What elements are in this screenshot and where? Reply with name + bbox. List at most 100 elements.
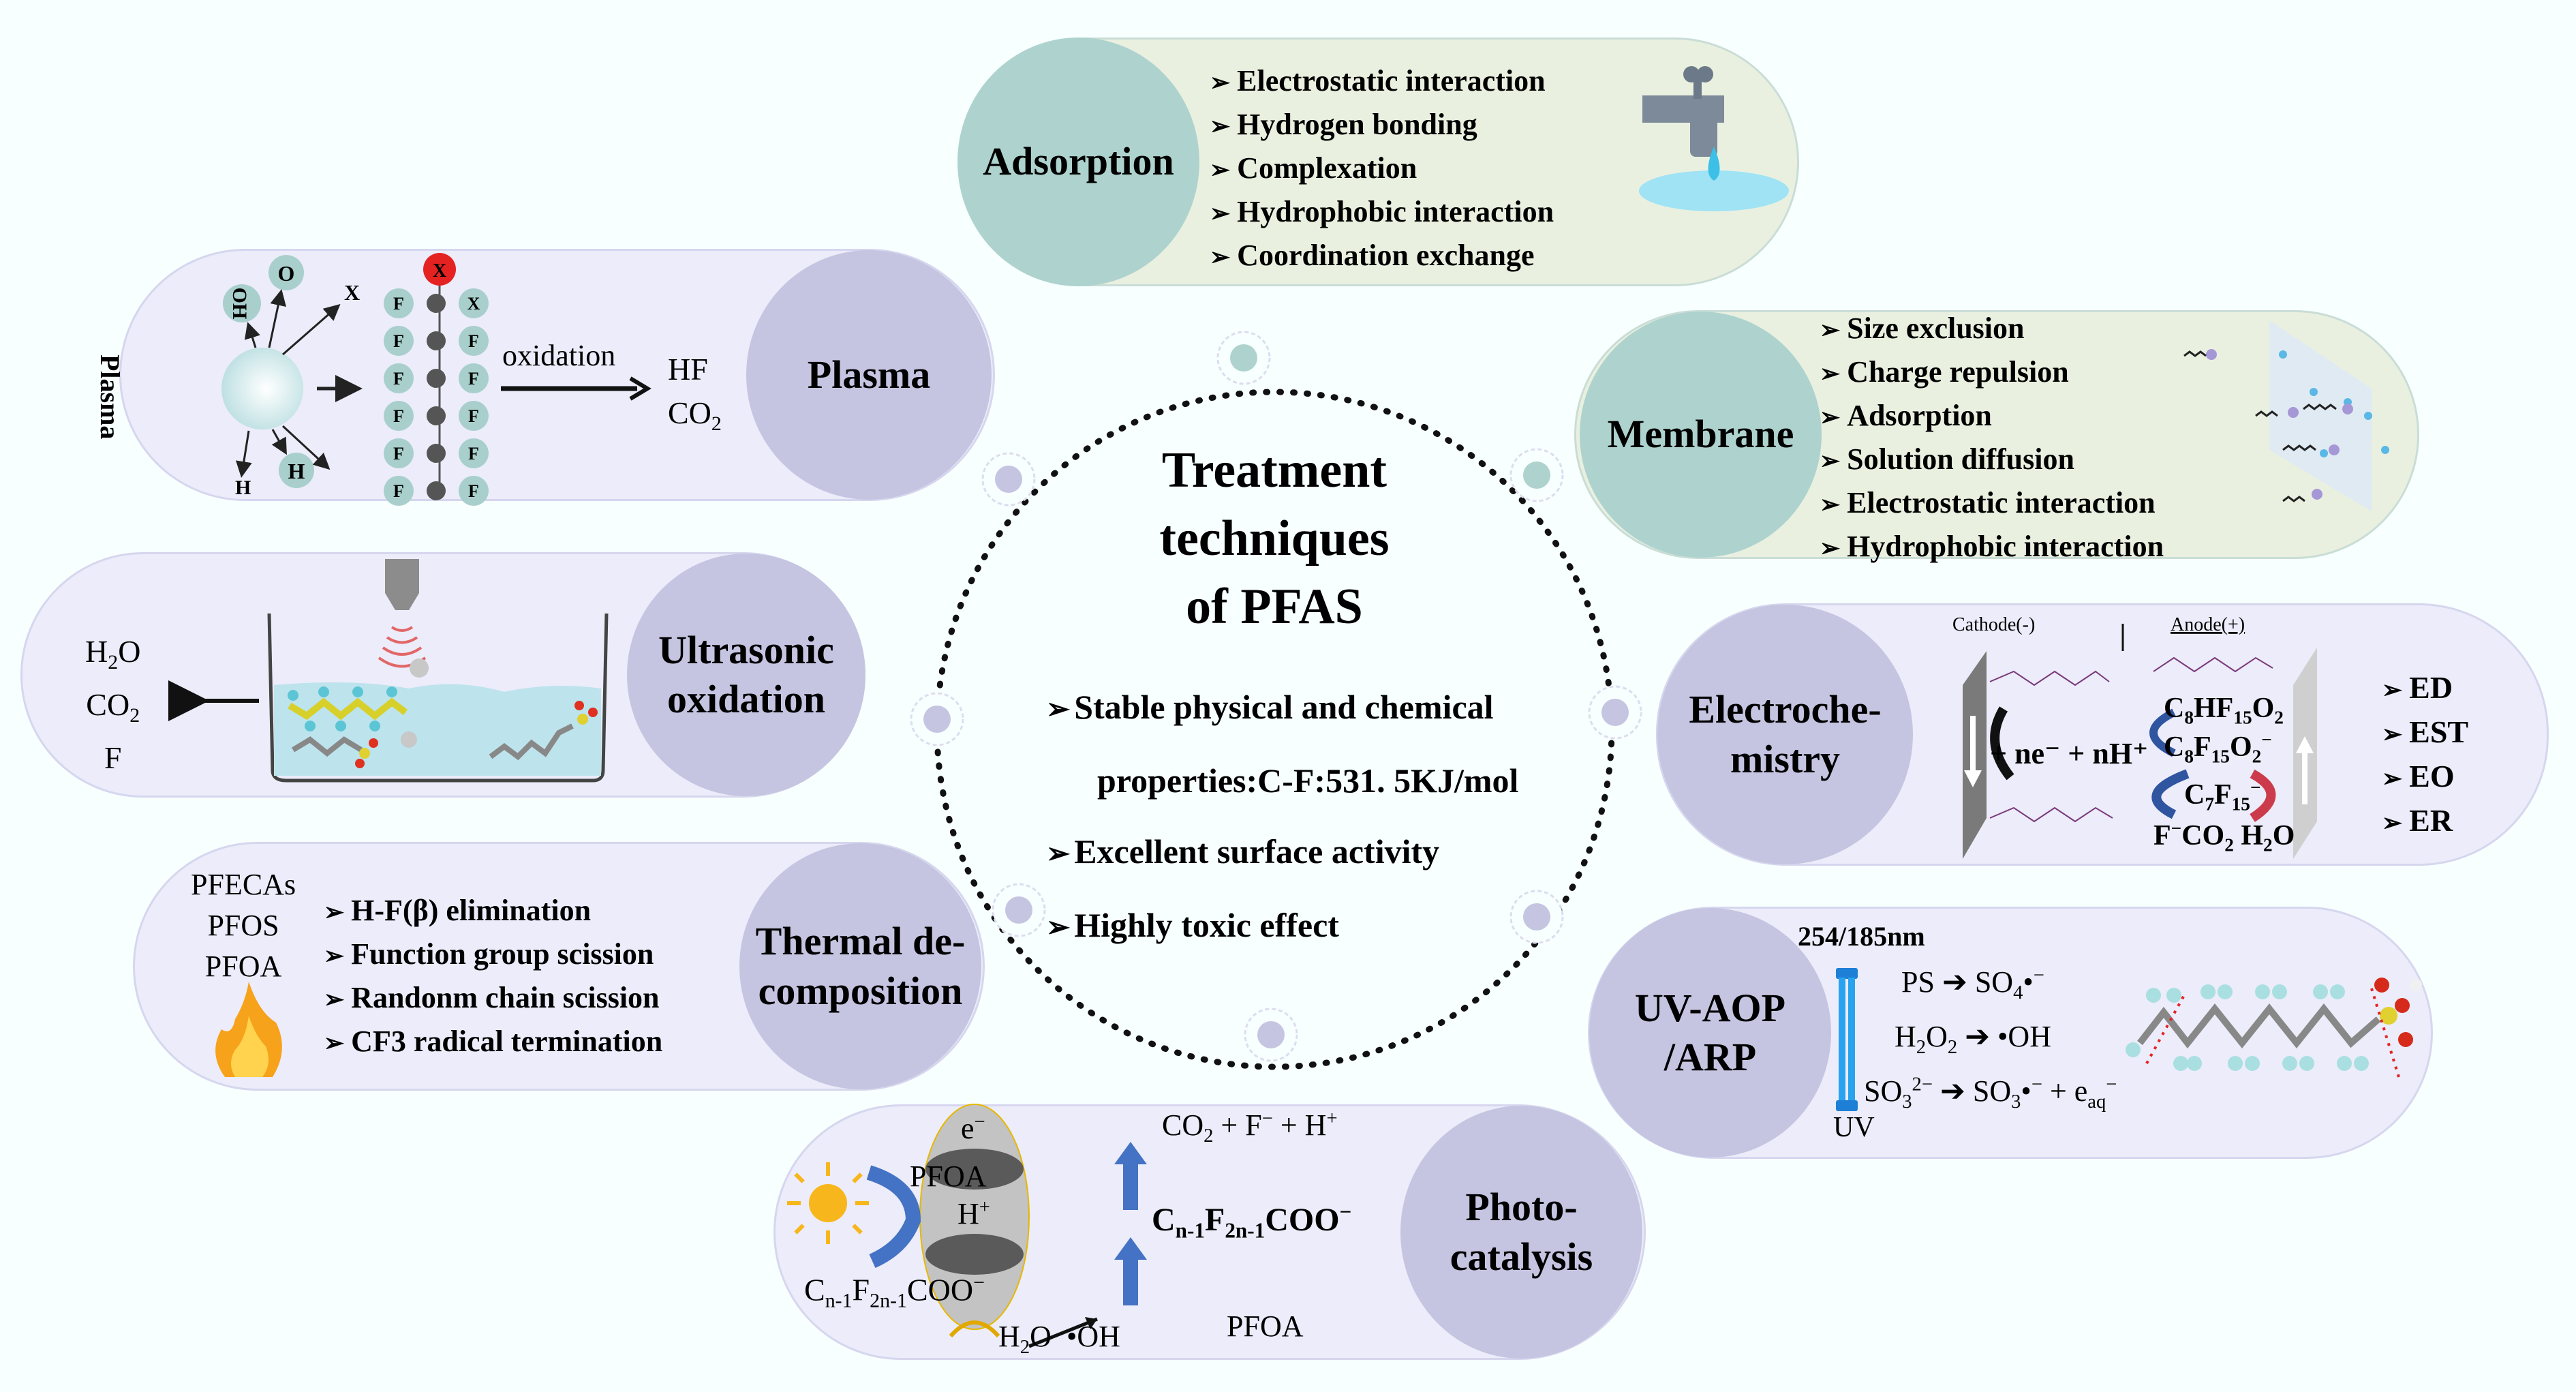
uv-lamp-icon (1836, 968, 1858, 1111)
ring-node-top-left (981, 452, 1036, 506)
ring-node-top-right (1509, 448, 1564, 502)
compound-item: PFECAs (191, 868, 296, 901)
membrane-label: Membrane (1607, 412, 1794, 457)
product-h2o: H2O (85, 634, 141, 674)
pfos-molecule-icon (291, 701, 598, 768)
svg-text:F: F (393, 331, 404, 351)
electro-products: F−CO2 H2O (2153, 818, 2295, 856)
ring-node-top (1216, 331, 1271, 385)
species-c8hf15o2: C8HF15O2 (2164, 693, 2284, 728)
product-co2: CO2 (668, 395, 722, 436)
plasma-label-circle: Plasma (746, 250, 992, 500)
ring-node-bottom-left (992, 883, 1046, 937)
thermal-label-line2: composition (758, 968, 963, 1013)
mechanism-item: Charge repulsion (1820, 351, 2164, 395)
mechanism-item: Electrostatic interaction (1820, 482, 2164, 526)
species-c8f15o2: C8F15O2− (2164, 729, 2272, 767)
thermal-compounds: PFECAs PFOS PFOA (191, 864, 296, 987)
species-c7f15: C7F15− (2184, 777, 2261, 815)
photo-water: H2O (998, 1320, 1052, 1358)
thermal-label-line1: Thermal de- (755, 919, 966, 963)
adsorption-label: Adsorption (983, 139, 1174, 184)
photo-final-products: CO2 + F− + H+ (1162, 1108, 1338, 1147)
method-item: EST (2382, 711, 2468, 755)
oxidation-arrow-icon (501, 376, 651, 401)
ultrasonic-label-line1: Ultrasonic (658, 627, 834, 672)
svg-text:F: F (393, 294, 404, 314)
svg-text:F: F (468, 406, 479, 426)
photo-radical: •OH (1067, 1320, 1120, 1353)
svg-text:X: X (433, 260, 446, 282)
ring-node-left (910, 692, 964, 746)
svg-text:F: F (468, 444, 479, 464)
method-item: EO (2382, 755, 2468, 800)
uv-aop-label-circle: UV-AOP/ARP (1589, 908, 1831, 1158)
membrane-filter-icon (2183, 320, 2389, 511)
photo-intermediate-right: Cn-1F2n-1COO− (1152, 1200, 1352, 1243)
electrochemistry-label-line2: mistry (1730, 736, 1841, 781)
mechanism-item: H-F(β) elimination (324, 890, 662, 933)
title-line-1: Treatment (1161, 442, 1387, 498)
svg-text:F: F (393, 369, 404, 389)
property-item: Stable physical and chemical (1046, 671, 1518, 745)
water-tap-icon (1639, 66, 1789, 211)
ultrasonic-label-line2: oxidation (666, 677, 826, 721)
svg-text:F: F (468, 369, 479, 389)
pfas-molecule-icon (288, 686, 408, 731)
sun-icon (787, 1162, 869, 1244)
pfoa-structure-icon (1989, 656, 2273, 823)
mechanism-item: Hydrophobic interaction (1820, 526, 2164, 569)
mechanism-item: Solution diffusion (1820, 438, 2164, 482)
ring-node-bottom-right (1509, 890, 1564, 944)
photocatalysis-label-circle: Photo-catalysis (1400, 1106, 1642, 1359)
product-f: F (104, 740, 122, 776)
mechanism-item: Coordination exchange (1210, 234, 1554, 278)
photo-reactant-left: PFOA (910, 1160, 987, 1193)
product-hf: HF (668, 352, 708, 387)
thermal-mechanisms: H-F(β) elimination Function group scissi… (324, 890, 662, 1064)
svg-text:F: F (468, 481, 479, 501)
adsorption-label-circle: Adsorption (957, 37, 1199, 286)
mechanism-item: Adsorption (1820, 395, 2164, 438)
beaker-icon (267, 613, 609, 783)
electrochemistry-label-circle: Electroche-mistry (1657, 605, 1913, 864)
electrochemistry-label-line1: Electroche- (1689, 687, 1882, 731)
species-o: O (278, 261, 295, 286)
plasma-ball-icon (221, 348, 303, 429)
ultrasonic-probe-icon (385, 559, 419, 610)
species-h: H (288, 459, 305, 483)
mechanism-item: Hydrophobic interaction (1210, 191, 1554, 234)
electrochemistry-methods: ED EST EO ER (2382, 667, 2468, 844)
plasma-products: HF CO2 (668, 348, 722, 446)
pfos-ball-stick-icon (2126, 978, 2422, 1078)
compound-item: PFOA (204, 950, 282, 983)
photocatalysis-label-line2: catalysis (1450, 1234, 1593, 1279)
uv-reaction-h2o2: H2O2 ➔ •OH (1895, 1020, 2051, 1058)
plasma-side-label: Plasma (95, 354, 125, 440)
photocatalysis-diagram (787, 1104, 1147, 1348)
product-co2: CO2 (86, 687, 140, 727)
photo-hole: H+ (957, 1196, 990, 1230)
ultrasonic-beaker-diagram (168, 559, 609, 783)
method-item: ER (2382, 800, 2468, 844)
plasma-label: Plasma (807, 352, 931, 397)
pfas-properties: Stable physical and chemical properties:… (1046, 671, 1518, 963)
uv-reaction-so3: SO32− ➔ SO3•− + eaq− (1864, 1074, 2117, 1113)
thermal-label-circle: Thermal de-composition (739, 843, 981, 1089)
mechanism-item: Size exclusion (1820, 307, 2164, 351)
photo-intermediate-left: Cn-1F2n-1COO− (804, 1271, 985, 1312)
svg-text:F: F (393, 444, 404, 464)
svg-text:F: F (393, 406, 404, 426)
mechanism-item: Electrostatic interaction (1210, 60, 1554, 104)
ring-nodes (910, 331, 1642, 1062)
species-x: X (344, 280, 360, 305)
flame-icon (215, 982, 282, 1077)
mechanism-item: Randonm chain scission (324, 977, 662, 1020)
property-item: Highly toxic effect (1046, 890, 1518, 963)
ring-node-bottom (1244, 1008, 1298, 1062)
membrane-mechanisms: Size exclusion Charge repulsion Adsorpti… (1820, 307, 2164, 569)
compound-item: PFOS (207, 909, 279, 942)
svg-text:F: F (468, 331, 479, 351)
